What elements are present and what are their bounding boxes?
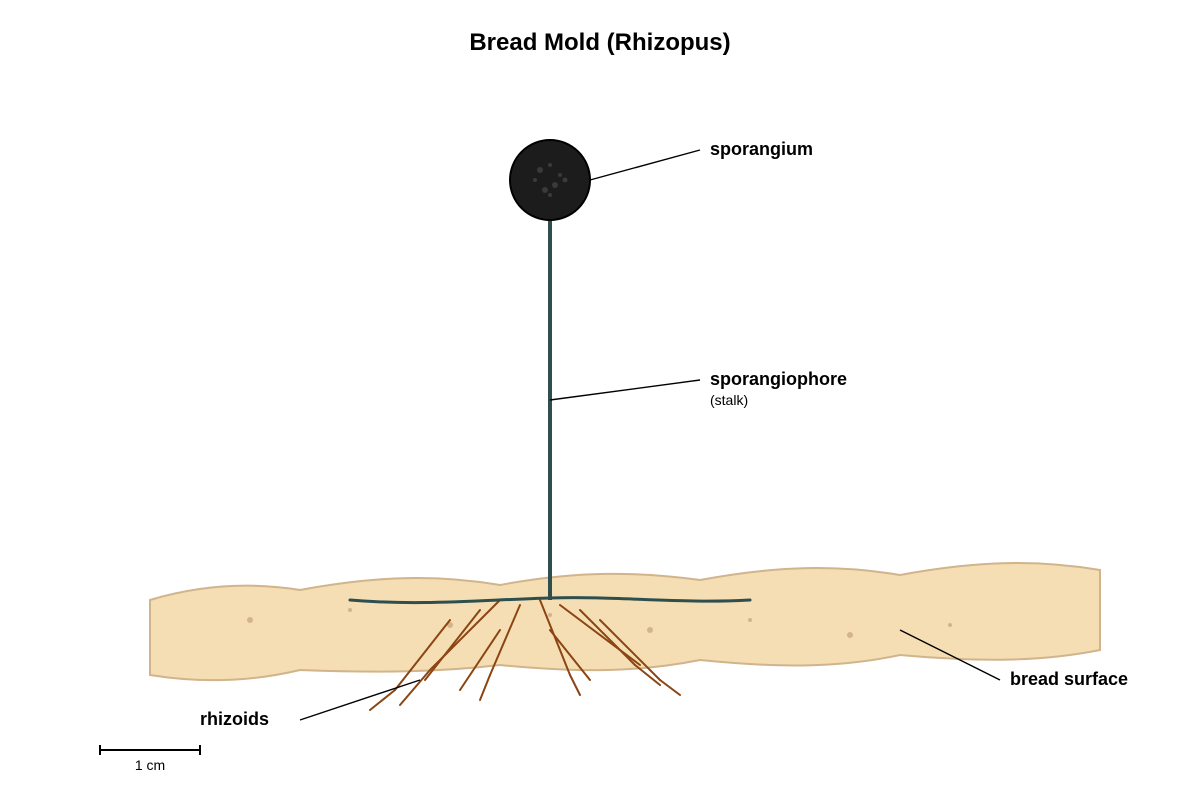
sporangiophore-note: (stalk) (710, 392, 748, 408)
rhizoid (559, 604, 641, 666)
sporangium-label: sporangium (710, 139, 813, 159)
crumb (348, 608, 352, 612)
rhizoid (659, 679, 681, 696)
spore (558, 173, 562, 177)
rhizoid (479, 674, 491, 701)
crumb (647, 627, 653, 633)
spore (562, 177, 568, 183)
crumb (948, 623, 952, 627)
bread-surface-leader (899, 629, 1001, 681)
diagram-title: Bread Mold (Rhizopus) (469, 29, 730, 56)
sporangium-head (509, 139, 591, 221)
rhizoid (599, 619, 661, 681)
spore (537, 167, 543, 173)
rhizoid (549, 629, 591, 681)
rhizoid (424, 609, 481, 681)
rhizoids (369, 599, 681, 711)
rhizoid (369, 689, 396, 711)
bread-crumbs (247, 608, 952, 638)
sporangium-leader (589, 149, 701, 181)
spore (533, 178, 537, 182)
rhizoid (489, 604, 521, 676)
crumb (247, 617, 253, 623)
spores (533, 163, 568, 197)
rhizoid (569, 674, 581, 696)
rhizoid (634, 664, 661, 686)
crumb (847, 632, 853, 638)
scale-bar (99, 745, 201, 755)
sporangium (509, 139, 591, 221)
rhizoid (459, 629, 501, 691)
spore (548, 193, 552, 197)
spore (542, 187, 548, 193)
sporangiophore-label: sporangiophore (710, 369, 847, 389)
spore (548, 163, 552, 167)
bread-surface (149, 562, 1101, 682)
rhizoids-label: rhizoids (200, 709, 269, 729)
bread-surface-label: bread surface (1010, 669, 1128, 689)
scale-bar-label: 1 cm (135, 757, 165, 773)
spore (552, 182, 558, 188)
bread-body (149, 562, 1101, 682)
rhizoid (399, 669, 431, 706)
sporangiophore-leader (549, 379, 701, 401)
rhizoid (579, 609, 636, 666)
rhizoids-leader (299, 679, 421, 721)
crumb (548, 613, 552, 617)
crumb (748, 618, 752, 622)
rhizoid (394, 619, 451, 691)
